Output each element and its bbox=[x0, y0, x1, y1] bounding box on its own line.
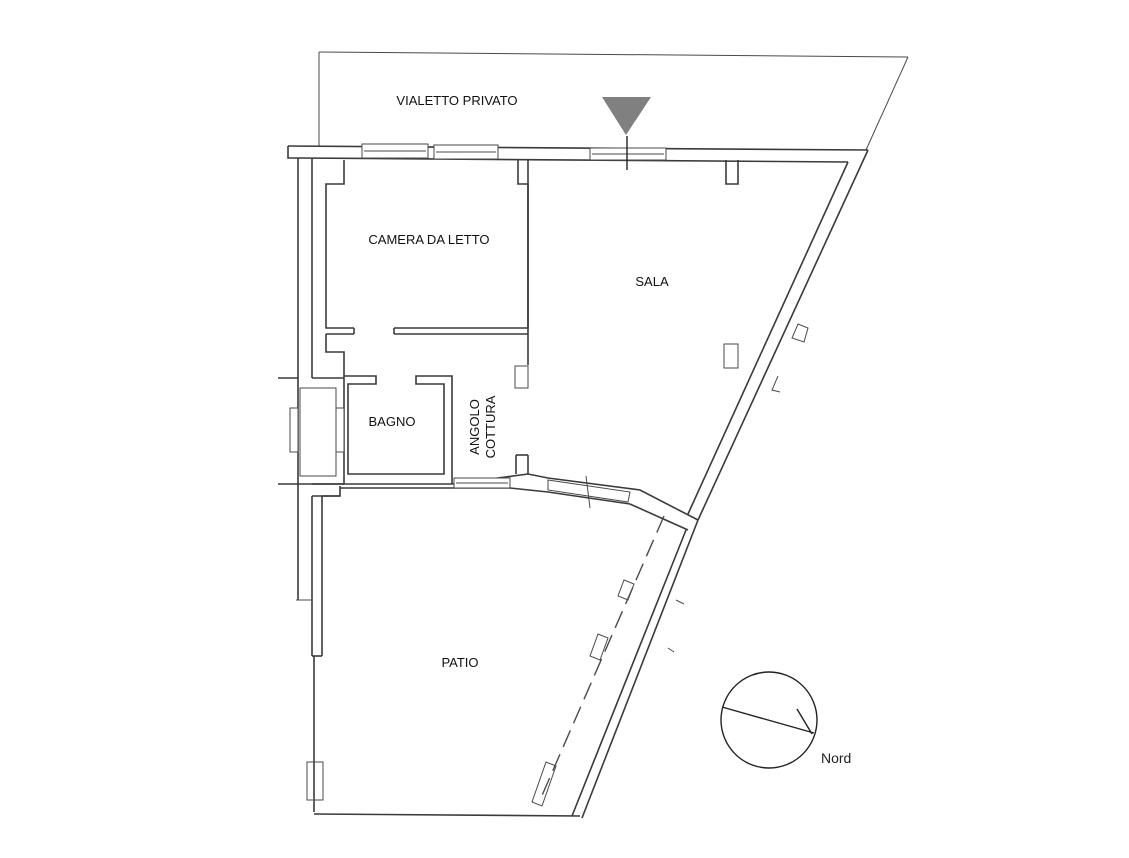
compass-icon: Nord bbox=[720, 671, 851, 769]
label-camera-da-letto: CAMERA DA LETTO bbox=[368, 232, 489, 247]
south-openings bbox=[453, 475, 631, 509]
north-windows bbox=[361, 143, 667, 161]
compass-label: Nord bbox=[821, 750, 851, 766]
label-angolo: ANGOLO bbox=[467, 399, 482, 455]
entrance-icon bbox=[602, 97, 651, 170]
outer-walls bbox=[287, 145, 869, 819]
private-path-area bbox=[318, 51, 909, 151]
label-cottura: COTTURA bbox=[483, 395, 498, 458]
fixtures bbox=[514, 323, 809, 393]
label-bagno: BAGNO bbox=[369, 414, 416, 429]
label-sala: SALA bbox=[635, 274, 669, 289]
patio-pergola bbox=[296, 515, 685, 807]
interior-walls bbox=[278, 160, 739, 531]
label-patio: PATIO bbox=[441, 655, 478, 670]
room-labels: VIALETTO PRIVATO CAMERA DA LETTO SALA BA… bbox=[368, 93, 669, 670]
label-vialetto-privato: VIALETTO PRIVATO bbox=[396, 93, 517, 108]
